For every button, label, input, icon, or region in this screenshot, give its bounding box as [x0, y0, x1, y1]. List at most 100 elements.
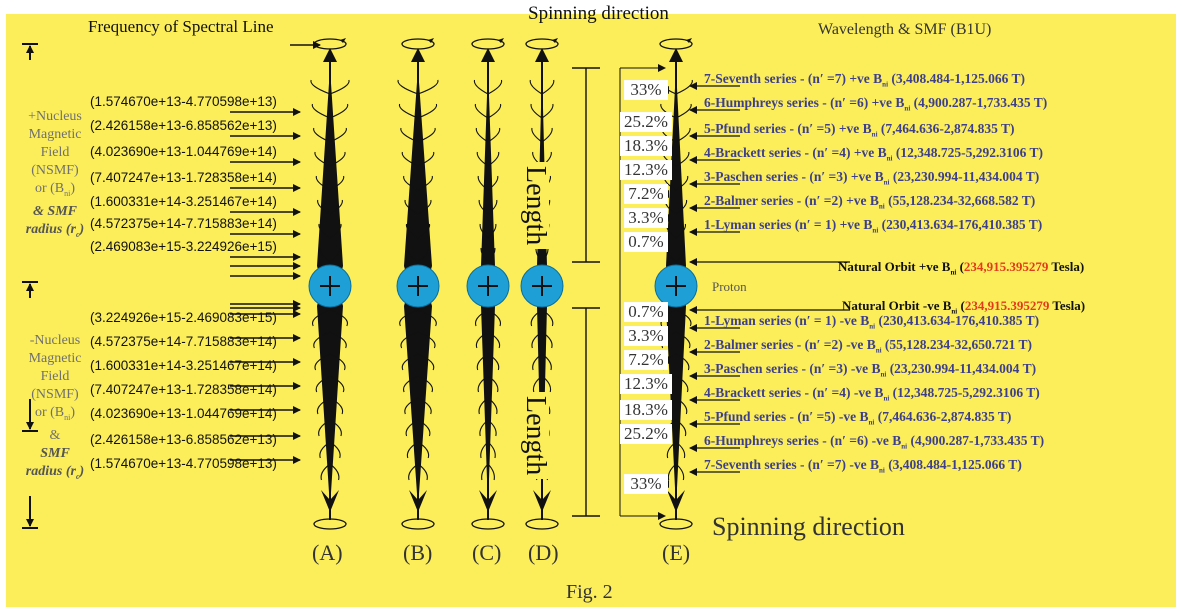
- field-branch: [675, 223, 687, 239]
- field-branch: [400, 331, 419, 349]
- spin-ellipse-top: [659, 38, 693, 50]
- field-branch: [329, 199, 343, 215]
- nsmf-line: -Nucleus: [18, 332, 92, 350]
- series-top-6: 2-Balmer series - (n′ =2) +ve Bni (55,12…: [704, 194, 1035, 211]
- field-branch: [541, 331, 553, 349]
- field-branch: [407, 247, 419, 263]
- series-name: 2-Balmer series - (n′ =2) +ve B: [704, 193, 879, 208]
- series-subscript: ni: [901, 442, 908, 451]
- field-branch: [405, 419, 419, 437]
- series-value: (7,464.636-2,874.835 T): [874, 409, 1012, 424]
- series-name: 7-Seventh series - (n′ =7) +ve B: [704, 71, 883, 86]
- series-name: 3-Paschen series - (n′ =3) +ve B: [704, 169, 884, 184]
- natural-orbit-negative-open: (: [960, 298, 965, 313]
- field-branch: [329, 353, 346, 371]
- nsmf-line: +Nucleus: [18, 108, 92, 126]
- field-branch: [675, 151, 690, 167]
- field-branch: [675, 397, 688, 415]
- left-arrows: [22, 41, 321, 529]
- percent-bottom-1: 0.7%: [624, 302, 668, 322]
- panel-letter-5: (E): [662, 540, 691, 565]
- field-branch: [487, 331, 501, 349]
- field-branch: [477, 375, 489, 393]
- field-branch: [311, 309, 331, 327]
- field-branch: [329, 103, 349, 119]
- spinning-direction-bottom: Spinning direction: [712, 512, 905, 541]
- field-branch: [487, 103, 502, 119]
- spin-arrow: [428, 38, 434, 43]
- field-branch: [417, 397, 432, 415]
- field-branch: [475, 331, 489, 349]
- nsmf-text: Field: [40, 145, 70, 160]
- series-subscript: ni: [878, 466, 885, 475]
- series-top-1: 7-Seventh series - (n′ =7) +ve Bni (3,40…: [704, 72, 1025, 89]
- nsmf-text: & SMF: [33, 203, 77, 219]
- field-branch: [417, 199, 432, 215]
- field-branch: [480, 247, 489, 263]
- field-branch: [417, 331, 436, 349]
- field-branch: [417, 127, 436, 143]
- panel-letter-1: (A): [312, 540, 343, 565]
- axis-arrowhead: [535, 48, 549, 62]
- frequency-top-7: (2.469083e+15-3.224926e+15): [90, 239, 277, 254]
- column-c: [471, 38, 505, 530]
- nsmf-text: -Nucleus: [29, 333, 81, 348]
- field-branch: [487, 223, 497, 239]
- field-branch: [478, 199, 489, 215]
- nsmf-line: radius (rc): [25, 463, 85, 481]
- field-branch: [487, 353, 500, 371]
- field-branch: [675, 103, 692, 119]
- series-name: 2-Balmer series - (n′ =2) -ve B: [704, 337, 876, 352]
- nsmf-line: SMF: [18, 445, 92, 463]
- series-subscript: ni: [869, 322, 876, 331]
- series-bottom-1: 1-Lyman series (n′ = 1) -ve Bni (230,413…: [704, 314, 1039, 331]
- series-value: (7,464.636-2,874.835 T): [877, 121, 1015, 136]
- series-name: 1-Lyman series (n′ = 1) +ve B: [704, 217, 873, 232]
- proton-circle: [654, 264, 698, 308]
- field-branch: [329, 247, 341, 263]
- field-branch: [417, 247, 429, 263]
- field-branch: [479, 419, 489, 437]
- field-branch: [319, 441, 331, 459]
- field-branch: [530, 309, 543, 327]
- field-branch: [310, 79, 331, 95]
- series-subscript: ni: [904, 104, 911, 113]
- field-branch: [477, 175, 489, 191]
- series-value: (55,128.234-32,668.582 T): [884, 193, 1036, 208]
- series-name: 7-Seventh series - (n′ =7) -ve B: [704, 457, 879, 472]
- series-value: (12,348.725-5,292.3106 T): [889, 385, 1040, 400]
- series-value: (230,413.634-176,410.385 T): [878, 217, 1043, 232]
- frequency-bottom-4: (7.407247e+13-1.728358e+14): [90, 382, 277, 397]
- axis-arrowhead: [481, 48, 495, 62]
- spin-arrow: [686, 38, 692, 43]
- frequency-bottom-6: (2.426158e+13-6.858562e+13): [90, 432, 277, 447]
- frequency-top-1: (1.574670e+13-4.770598e+13): [90, 94, 277, 109]
- field-branch: [400, 127, 419, 143]
- field-branch: [475, 127, 489, 143]
- natural-orbit-negative: Natural Orbit -ve Bni (234,915.395279 Te…: [842, 299, 1085, 316]
- series-name: 1-Lyman series (n′ = 1) -ve B: [704, 313, 870, 328]
- field-branch: [675, 175, 689, 191]
- right-arrows: [689, 82, 850, 476]
- field-branch: [329, 419, 342, 437]
- series-subscript: ni: [886, 154, 893, 163]
- nsmf-line: (NSMF): [18, 162, 92, 180]
- series-top-5: 3-Paschen series - (n′ =3) +ve Bni (23,2…: [704, 170, 1039, 187]
- frequency-top-5: (1.600331e+14-3.251467e+14): [90, 194, 277, 209]
- field-branch: [318, 419, 331, 437]
- field-branch: [405, 223, 419, 239]
- field-branch: [329, 223, 342, 239]
- nsmf-line: or (Bni): [34, 405, 76, 422]
- axis-arrowhead: [411, 48, 425, 62]
- nsmf-text: (NSMF): [31, 163, 79, 178]
- series-name: 5-Pfund series - (n′ =5) +ve B: [704, 121, 872, 136]
- percent-bottom-5: 18.3%: [620, 400, 672, 420]
- field-branch: [399, 309, 419, 327]
- field-branch: [398, 103, 419, 119]
- field-branch: [473, 79, 489, 95]
- axis-arrowhead: [323, 48, 337, 62]
- nsmf-text: radius (r: [25, 221, 76, 237]
- frequency-top-2: (2.426158e+13-6.858562e+13): [90, 118, 277, 133]
- nsmf-line: &: [18, 427, 92, 445]
